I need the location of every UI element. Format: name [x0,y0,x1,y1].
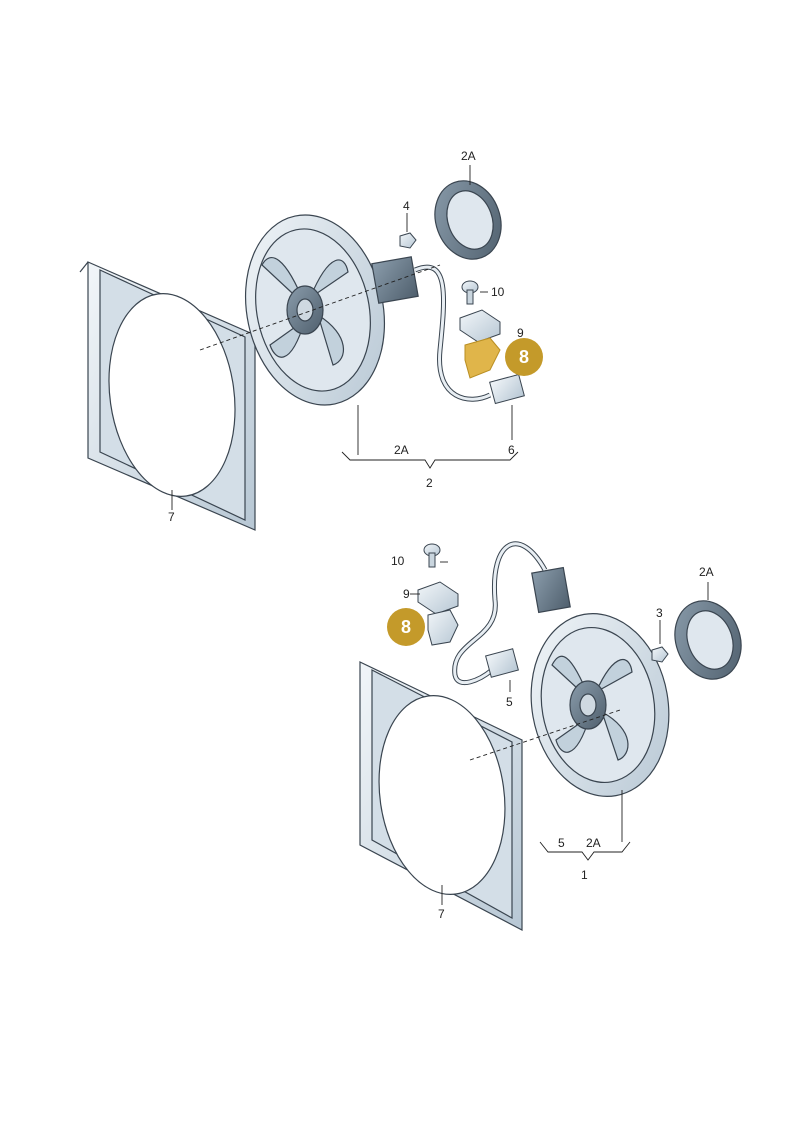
upper-fan-callout: 2A [394,443,409,457]
upper-shroud [79,261,263,531]
lower-shroud [359,661,523,931]
upper-clip [464,337,501,379]
lower-bracket-ref-callout: 5 [558,836,565,850]
lower-clip-badge[interactable]: 8 [387,608,425,646]
upper-cover-callout: 2A [461,149,476,163]
lower-fan-callout: 2A [586,836,601,850]
lower-cover [674,600,742,680]
lower-fan [530,566,670,797]
upper-leader-lines [171,165,519,510]
upper-screw [461,280,479,305]
upper-clip-badge[interactable]: 8 [505,338,543,376]
lower-screw [423,543,441,568]
upper-shroud-callout: 7 [168,510,175,524]
lower-nut [651,646,669,663]
lower-connector-callout: 5 [506,695,513,709]
lower-connector [485,648,519,678]
lower-cover-callout: 2A [699,565,714,579]
lower-clip [427,609,459,646]
lower-leader-lines [410,561,709,905]
lower-screw-callout: 10 [391,554,405,568]
lower-bracket-callout: 9 [403,587,410,601]
upper-cover [434,180,502,260]
lower-group-callout: 1 [581,868,588,882]
upper-screw-callout: 10 [491,285,505,299]
upper-group-callout: 2 [426,476,433,490]
upper-fan [244,214,419,406]
lower-nut-callout: 3 [656,606,663,620]
upper-nut [399,232,417,249]
upper-nut-callout: 4 [403,199,410,213]
lower-shroud-callout: 7 [438,907,445,921]
upper-bracket-callout: 9 [517,326,524,340]
upper-bracket [459,309,501,343]
upper-connector [489,373,525,405]
lower-bracket [417,581,459,615]
upper-connector-callout: 6 [508,443,515,457]
